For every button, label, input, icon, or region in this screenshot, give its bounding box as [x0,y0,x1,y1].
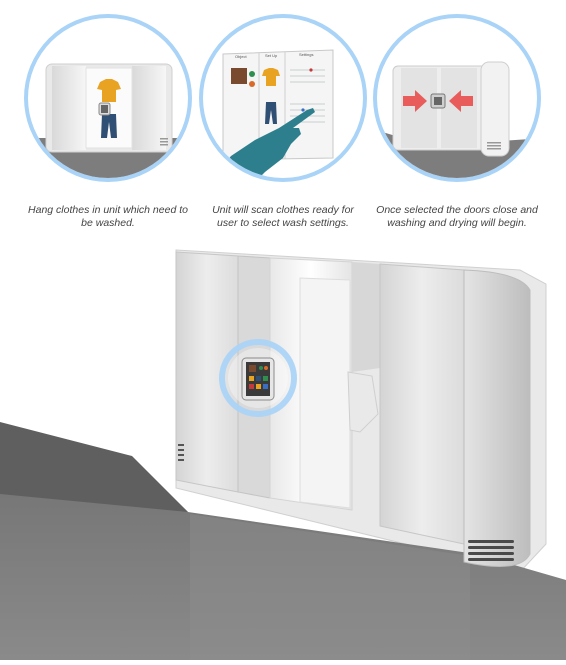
arrow-left-icon [449,90,473,112]
caption-line: Unit will scan clothes ready for [212,204,354,216]
caption-line: user to select wash settings. [217,217,349,229]
caption-line: Hang clothes in unit which need to [28,204,188,216]
step-2-caption: Unit will scan clothes ready for user to… [190,204,376,230]
jeans-icon [101,114,117,138]
status-icon [249,71,255,77]
right-door [132,66,166,150]
selection-screen [222,49,334,161]
left-door [52,66,86,150]
tshirt-icon [97,79,121,102]
main-scene [0,244,566,665]
step-1-caption: Hang clothes in unit which need to be wa… [15,204,201,230]
floor-edge [0,422,188,512]
side-module [463,269,531,567]
step-3-caption: Once selected the doors close and washin… [364,204,550,230]
status-icon [249,81,255,87]
caption-line: be washed. [81,217,135,229]
right-door [379,263,465,545]
tab-set-up[interactable]: Set Up [265,53,278,58]
tab-settings[interactable]: Settings [299,52,313,57]
right-vent [468,540,514,561]
step-2-illustration: Object Set Up Settings [195,10,371,186]
control-highlight-ring [219,339,297,417]
user-photo [231,68,247,84]
reflection [190,514,470,660]
arrow-right-icon [403,90,427,112]
left-vent [178,444,184,461]
tshirt-icon [262,68,280,86]
jeans-icon [265,102,277,124]
caption-line: Once selected the doors close and [376,204,538,216]
tab-object[interactable]: Object [235,54,247,59]
step-1-illustration [20,10,196,186]
rail [352,262,380,372]
step-3-illustration [369,10,545,186]
control-panel[interactable] [241,357,275,401]
caption-line: washing and drying will begin. [387,217,527,229]
